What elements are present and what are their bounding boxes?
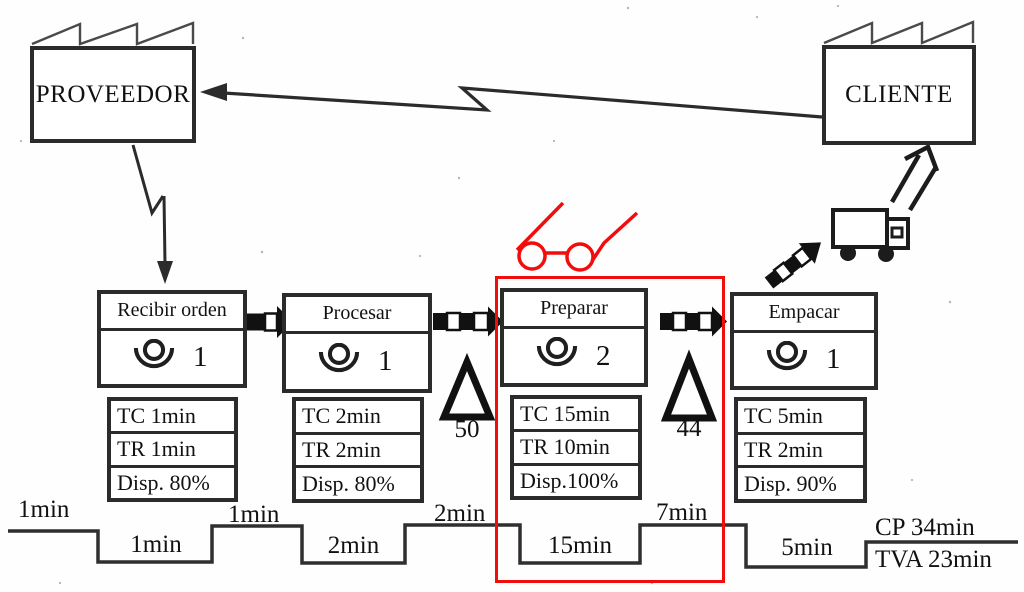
process-title: Preparar: [504, 292, 644, 329]
timeline-line: [8, 523, 1018, 569]
inventory-count: 44: [676, 415, 702, 442]
availability: Disp. 80%: [302, 470, 395, 496]
inventory-triangle-icon: [660, 349, 718, 422]
availability: Disp. 80%: [117, 469, 210, 495]
data-box-recibir-orden: TC 1min TR 1min Disp. 80%: [107, 397, 238, 502]
availability: Disp.100%: [520, 467, 619, 493]
cycle-time: TC 5min: [738, 401, 863, 435]
timeline-wait-label: 1min: [18, 496, 70, 523]
timeline-wait-label: 1min: [228, 501, 280, 528]
push-arrow-icon: [433, 306, 503, 337]
availability: Disp. 90%: [744, 470, 837, 496]
changeover-time: TR 2min: [296, 435, 420, 469]
process-body: 2: [504, 329, 644, 383]
factory-roof-icon: [31, 21, 195, 46]
supplier-label: PROVEEDOR: [35, 80, 191, 108]
customer-label: CLIENTE: [845, 81, 953, 108]
changeover-time: TR 10min: [514, 432, 638, 466]
shipment-arrow-icon: [890, 143, 940, 212]
process-box-preparar: Preparar 2: [500, 288, 648, 387]
timeline-process-label: 5min: [781, 534, 833, 561]
glasses-icon: [515, 201, 639, 272]
operator-count: 1: [193, 341, 208, 373]
cycle-time: TC 1min: [111, 401, 234, 435]
data-box-preparar: TC 15min TR 10min Disp.100%: [510, 395, 642, 500]
operator-count: 1: [378, 345, 393, 377]
operator-icon: [766, 340, 808, 370]
timeline-wait-label: 2min: [434, 500, 486, 527]
data-box-empacar: TC 5min TR 2min Disp. 90%: [734, 397, 867, 503]
process-body: 1: [734, 333, 874, 386]
process-box-procesar: Procesar 1: [282, 293, 432, 393]
supplier-box: PROVEEDOR: [30, 46, 196, 143]
timeline-process-label: 2min: [327, 532, 380, 559]
process-box-empacar: Empacar 1: [730, 292, 878, 390]
push-arrow-icon: [764, 242, 822, 289]
changeover-time: TR 2min: [738, 435, 863, 469]
operator-icon: [133, 338, 175, 368]
process-title: Recibir orden: [101, 294, 243, 331]
operator-icon: [536, 337, 578, 367]
process-title: Empacar: [734, 296, 874, 333]
zigzag-information-arrow-icon: [200, 83, 823, 119]
process-title: Procesar: [286, 297, 428, 334]
changeover-time: TR 1min: [111, 434, 234, 468]
cycle-time: TC 2min: [296, 401, 420, 435]
cycle-time: TC 15min: [514, 399, 638, 433]
data-box-procesar: TC 2min TR 2min Disp. 80%: [292, 397, 424, 503]
customer-box: CLIENTE: [822, 45, 976, 145]
value-added-total: TVA 23min: [875, 546, 992, 573]
operator-count: 1: [826, 343, 841, 375]
lead-time-total: CP 34min: [875, 514, 975, 541]
inventory-count: 50: [454, 416, 480, 443]
operator-count: 2: [596, 339, 611, 372]
factory-roof-icon: [823, 20, 975, 45]
timeline-process-label: 15min: [548, 532, 612, 559]
truck-icon: [831, 208, 910, 262]
process-box-recibir-orden: Recibir orden 1: [97, 290, 247, 388]
process-body: 1: [101, 331, 243, 384]
operator-icon: [318, 342, 360, 372]
timeline-wait-label: 7min: [656, 499, 708, 526]
process-body: 1: [286, 334, 428, 389]
timeline-process-label: 1min: [130, 531, 182, 558]
inventory-triangle-icon: [438, 352, 496, 421]
push-arrow-icon: [660, 306, 727, 337]
lightning-order-arrow-icon: [131, 144, 173, 284]
